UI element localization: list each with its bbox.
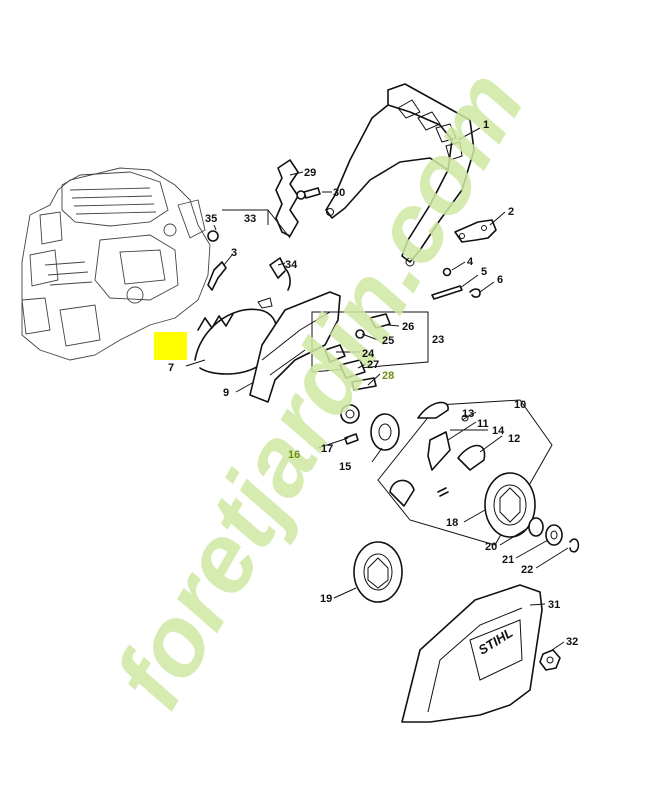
part-1-front-handle	[325, 83, 475, 267]
callout-20: 20	[485, 541, 497, 553]
part-33-group	[207, 209, 291, 291]
highlight-marker	[154, 332, 187, 360]
callout-27: 27	[367, 359, 379, 371]
callout-17: 17	[321, 443, 333, 455]
callout-16: 16	[288, 449, 300, 461]
callout-11: 11	[477, 418, 489, 430]
engine-block	[21, 167, 211, 361]
parts-4-5-6-hardware	[431, 267, 481, 300]
callout-6: 6	[497, 274, 503, 286]
parts-15-16-17	[340, 404, 400, 451]
callout-7: 7	[168, 362, 174, 374]
callout-9: 9	[223, 387, 229, 399]
part-19-drum	[353, 541, 403, 603]
part-9-cover	[249, 291, 341, 403]
callout-34: 34	[285, 259, 298, 271]
leader-lines	[185, 127, 569, 651]
callout-15: 15	[339, 461, 351, 473]
callout-4: 4	[467, 256, 474, 268]
callout-23: 23	[432, 334, 444, 346]
callout-3: 3	[231, 247, 237, 259]
callout-18: 18	[446, 517, 458, 529]
callout-19: 19	[320, 593, 332, 605]
callout-2: 2	[508, 206, 514, 218]
part-10-clutch-group	[377, 399, 553, 546]
callout-31: 31	[548, 599, 560, 611]
part-29-plate	[275, 159, 299, 237]
part-23-group	[311, 311, 429, 391]
part-30-bolt	[296, 187, 321, 200]
callout-13: 13	[462, 408, 474, 420]
callout-12: 12	[508, 433, 520, 445]
callout-25: 25	[382, 335, 394, 347]
callout-30: 30	[333, 187, 345, 199]
callout-32: 32	[566, 636, 578, 648]
callout-29: 29	[304, 167, 316, 179]
part-32-nut	[539, 649, 561, 671]
callout-28: 28	[382, 370, 394, 382]
part-31-sprocket-cover	[401, 584, 543, 723]
callout-14: 14	[492, 425, 505, 437]
callout-35: 35	[205, 213, 217, 225]
part-2-bracket	[454, 219, 497, 243]
callout-33: 33	[244, 213, 256, 225]
parts-20-21-22	[528, 517, 580, 553]
callout-5: 5	[481, 266, 487, 278]
part-18-sprocket	[484, 472, 536, 538]
callout-21: 21	[502, 554, 514, 566]
callout-1: 1	[483, 119, 489, 131]
callout-24: 24	[362, 348, 375, 360]
callout-26: 26	[402, 321, 414, 333]
callout-22: 22	[521, 564, 533, 576]
callout-10: 10	[514, 399, 526, 411]
callout-labels: 1 2 3 4 5 6 7 9 10 11 12 13 14 15 16 17 …	[168, 119, 578, 648]
